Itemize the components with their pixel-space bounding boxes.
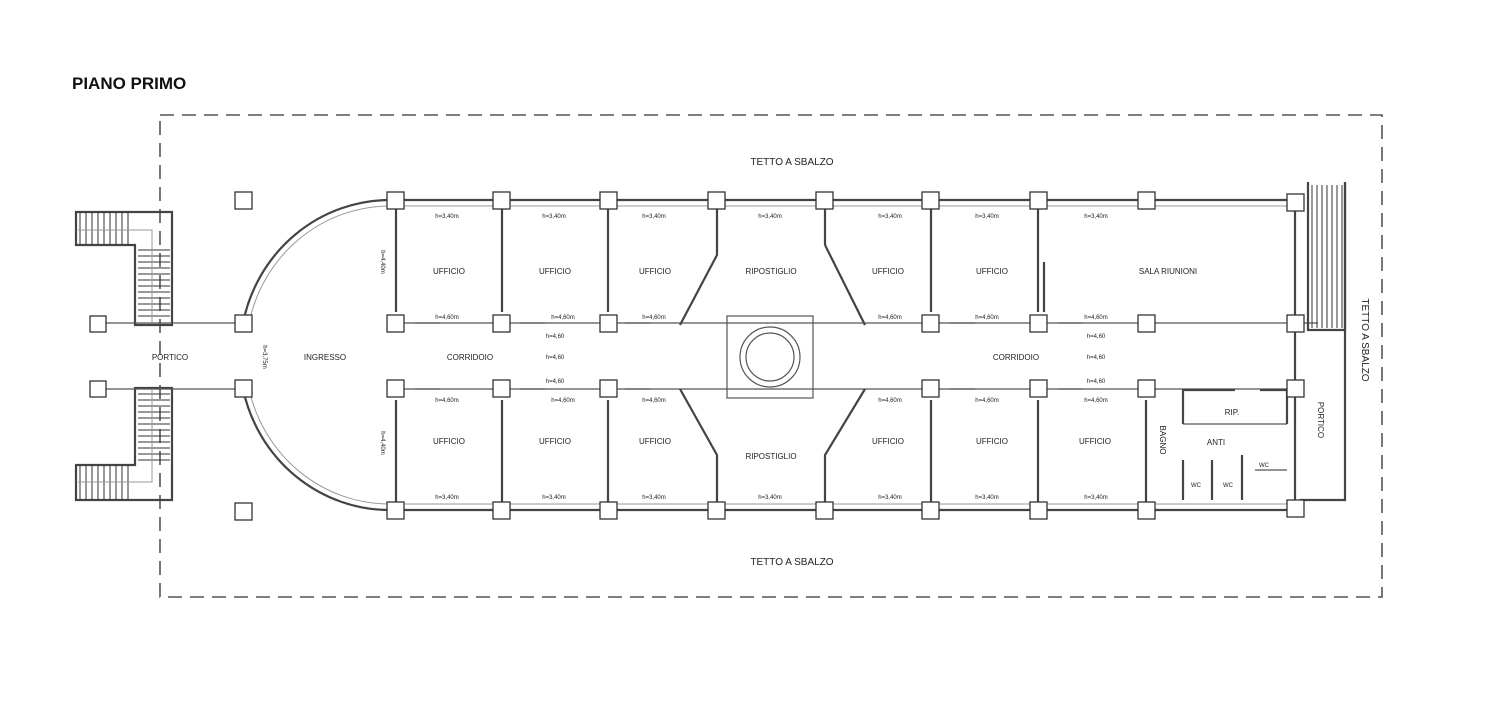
right-portico: PORTICO bbox=[1295, 182, 1347, 502]
ingresso-label: INGRESSO bbox=[304, 353, 346, 362]
room-label: UFFICIO bbox=[639, 437, 671, 446]
entrance-column bbox=[234, 379, 253, 398]
height-annotation: h=4,60m bbox=[878, 315, 902, 321]
room-label: UFFICIO bbox=[639, 267, 671, 276]
room-label: RIPOSTIGLIO bbox=[745, 452, 796, 461]
room-label: UFFICIO bbox=[433, 267, 465, 276]
height-annotation: h=3,40m bbox=[542, 214, 566, 220]
portico-height: h=3,75m bbox=[261, 345, 267, 369]
height-annotation: h=4,60m bbox=[975, 398, 999, 404]
room-label: UFFICIO bbox=[872, 437, 904, 446]
height-annotation: h=4,40m bbox=[379, 431, 385, 455]
top-room-labels: UFFICIO UFFICIO UFFICIO RIPOSTIGLIO UFFI… bbox=[433, 267, 1197, 276]
height-annotation: h=4,60 bbox=[1087, 355, 1106, 361]
height-annotation: h=4,60 bbox=[546, 334, 565, 340]
height-annotation: h=4,60 bbox=[546, 379, 565, 385]
room-label: UFFICIO bbox=[1079, 437, 1111, 446]
height-annotation: h=3,40m bbox=[435, 214, 459, 220]
height-annotation: h=3,40m bbox=[1084, 495, 1108, 501]
height-annotation: h=4,60m bbox=[551, 398, 575, 404]
height-annotation: h=4,60m bbox=[878, 398, 902, 404]
height-annotation: h=4,60 bbox=[546, 355, 565, 361]
bottom-height-annotations: h=4,60 h=4,60 h=4,60m h=4,60m h=4,60m h=… bbox=[435, 379, 1108, 501]
plan-title: PIANO PRIMO bbox=[72, 74, 186, 93]
roof-pillar bbox=[234, 502, 253, 521]
height-annotation: h=3,40m bbox=[435, 495, 459, 501]
portico-column bbox=[89, 380, 107, 398]
bagno-label: BAGNO bbox=[1158, 426, 1167, 455]
height-annotation: h=4,40m bbox=[379, 250, 385, 274]
roof-pillar bbox=[234, 191, 253, 210]
height-annotation: h=4,60 bbox=[1087, 379, 1106, 385]
roof-label-right: TETTO A SBALZO bbox=[1359, 298, 1370, 381]
room-label: UFFICIO bbox=[976, 267, 1008, 276]
bottom-room-labels: UFFICIO UFFICIO UFFICIO RIPOSTIGLIO UFFI… bbox=[433, 437, 1111, 461]
height-annotation: h=3,40m bbox=[975, 214, 999, 220]
height-annotation: h=4,60m bbox=[1084, 398, 1108, 404]
room-label: SALA RIUNIONI bbox=[1139, 267, 1197, 276]
height-annotation: h=3,40m bbox=[642, 495, 666, 501]
height-annotation: h=4,60m bbox=[1084, 315, 1108, 321]
left-portico: PORTICO bbox=[89, 315, 243, 398]
height-annotation: h=4,60m bbox=[975, 315, 999, 321]
height-annotation: h=3,40m bbox=[975, 495, 999, 501]
portico-left-label: PORTICO bbox=[152, 353, 188, 362]
height-annotation: h=3,40m bbox=[758, 495, 782, 501]
wc-label: WC bbox=[1191, 483, 1202, 489]
portico-column bbox=[89, 315, 107, 333]
roof-outline bbox=[159, 114, 1383, 598]
height-annotation: h=4,60m bbox=[642, 398, 666, 404]
entrance-column bbox=[234, 314, 253, 333]
roof-label-bottom: TETTO A SBALZO bbox=[750, 557, 833, 568]
anti-label: ANTI bbox=[1207, 438, 1225, 447]
structural-columns bbox=[386, 191, 1305, 520]
room-label: UFFICIO bbox=[539, 267, 571, 276]
room-label: RIPOSTIGLIO bbox=[745, 267, 796, 276]
height-annotation: h=3,40m bbox=[878, 495, 902, 501]
door-openings bbox=[415, 322, 1083, 390]
height-annotation: h=4,60 bbox=[1087, 334, 1106, 340]
height-annotation: h=4,60m bbox=[435, 398, 459, 404]
height-annotation: h=3,40m bbox=[758, 214, 782, 220]
building-walls bbox=[390, 198, 1297, 512]
left-staircases bbox=[74, 210, 174, 502]
height-annotation: h=3,40m bbox=[878, 214, 902, 220]
corridor-label: CORRIDOIO bbox=[993, 353, 1039, 362]
room-label: UFFICIO bbox=[539, 437, 571, 446]
rip-label: RIP. bbox=[1225, 408, 1240, 417]
height-annotation: h=3,40m bbox=[1084, 214, 1108, 220]
roof-label-top: TETTO A SBALZO bbox=[750, 157, 833, 168]
room-label: UFFICIO bbox=[872, 267, 904, 276]
top-height-annotations: h=3,40m h=3,40m h=3,40m h=3,40m h=3,40m … bbox=[435, 214, 1108, 361]
wc-label: WC bbox=[1223, 483, 1234, 489]
height-annotation: h=3,40m bbox=[542, 495, 566, 501]
central-stairwell bbox=[726, 315, 814, 399]
wc-label: WC bbox=[1259, 463, 1270, 469]
height-annotation: h=4,60m bbox=[642, 315, 666, 321]
height-annotation: h=4,60m bbox=[435, 315, 459, 321]
entrance-apse: INGRESSO bbox=[234, 198, 391, 512]
height-annotation: h=4,60m bbox=[551, 315, 575, 321]
room-label: UFFICIO bbox=[433, 437, 465, 446]
room-label: UFFICIO bbox=[976, 437, 1008, 446]
service-block: RIP. ANTI BAGNO WC WC WC bbox=[1158, 388, 1289, 500]
height-annotation: h=3,40m bbox=[642, 214, 666, 220]
corridor-label: CORRIDOIO bbox=[447, 353, 493, 362]
portico-right-label: PORTICO bbox=[1316, 402, 1325, 438]
